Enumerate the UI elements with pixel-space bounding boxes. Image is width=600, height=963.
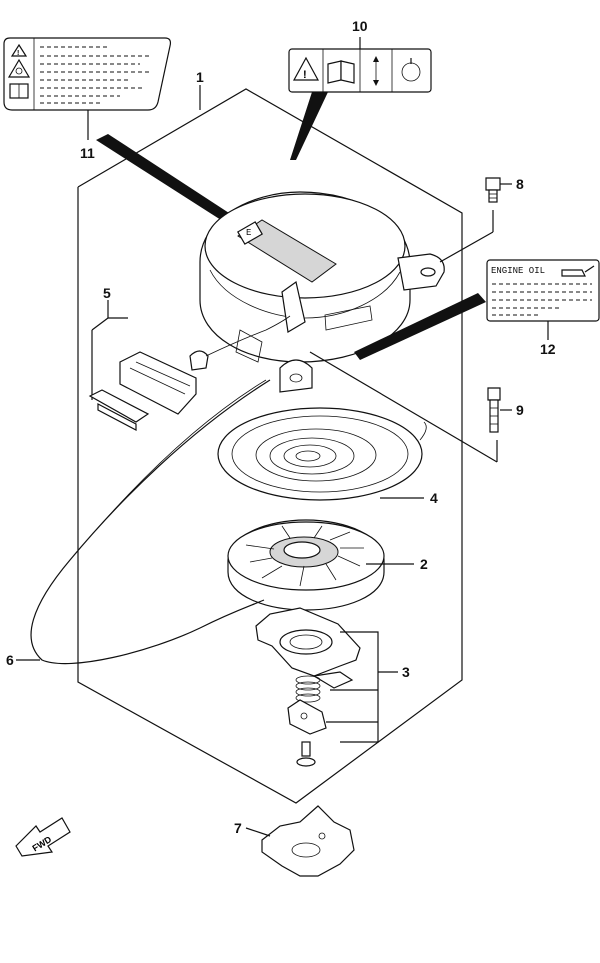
callout-3: 3 xyxy=(402,664,410,680)
arrows-icon xyxy=(373,56,379,86)
fwd-arrow-icon: FWD xyxy=(15,817,71,857)
svg-text:E: E xyxy=(246,228,251,238)
callout-4: 4 xyxy=(430,490,438,506)
manual-book-icon xyxy=(9,83,29,99)
warning-label-11: ! xyxy=(3,37,172,140)
svg-text:!: ! xyxy=(17,50,19,57)
warning-icon: ! xyxy=(292,56,320,81)
callout-9: 9 xyxy=(516,402,524,418)
pointer-11 xyxy=(96,134,252,236)
callout-1: 1 xyxy=(196,69,204,85)
callout-5: 5 xyxy=(103,285,111,301)
starter-case: E xyxy=(199,191,445,393)
callout-11: 11 xyxy=(80,145,95,161)
symbol-label-10: ! xyxy=(288,37,432,160)
engine-oil-text: ENGINE OIL xyxy=(491,266,545,276)
callout-2: 2 xyxy=(420,556,428,572)
assembly-frame xyxy=(77,88,463,804)
warning-icon: ! xyxy=(10,43,28,57)
rope-handle-5 xyxy=(88,300,291,431)
pawl-spring xyxy=(295,675,321,703)
oil-can-icon xyxy=(561,265,595,277)
callout-7: 7 xyxy=(234,820,242,836)
callout-6: 6 xyxy=(6,652,14,668)
rope-handle-icon xyxy=(401,58,421,82)
bolt-8 xyxy=(439,177,512,263)
pawl-screw xyxy=(296,741,316,767)
ratchet-7 xyxy=(245,805,355,877)
manual-book-icon xyxy=(327,60,355,84)
reel-2 xyxy=(227,519,414,611)
engine-oil-label-12: ENGINE OIL xyxy=(486,259,600,340)
pointer-12 xyxy=(354,293,486,360)
hand-hazard-icon xyxy=(7,58,31,78)
callout-12: 12 xyxy=(540,341,556,357)
svg-text:!: ! xyxy=(303,69,307,81)
callout-10: 10 xyxy=(352,18,368,34)
recoil-spring-4 xyxy=(217,407,427,501)
pawl-set-3 xyxy=(255,607,398,767)
starter-rope-6 xyxy=(16,379,271,665)
callout-8: 8 xyxy=(516,176,524,192)
bolt-9 xyxy=(309,351,512,463)
